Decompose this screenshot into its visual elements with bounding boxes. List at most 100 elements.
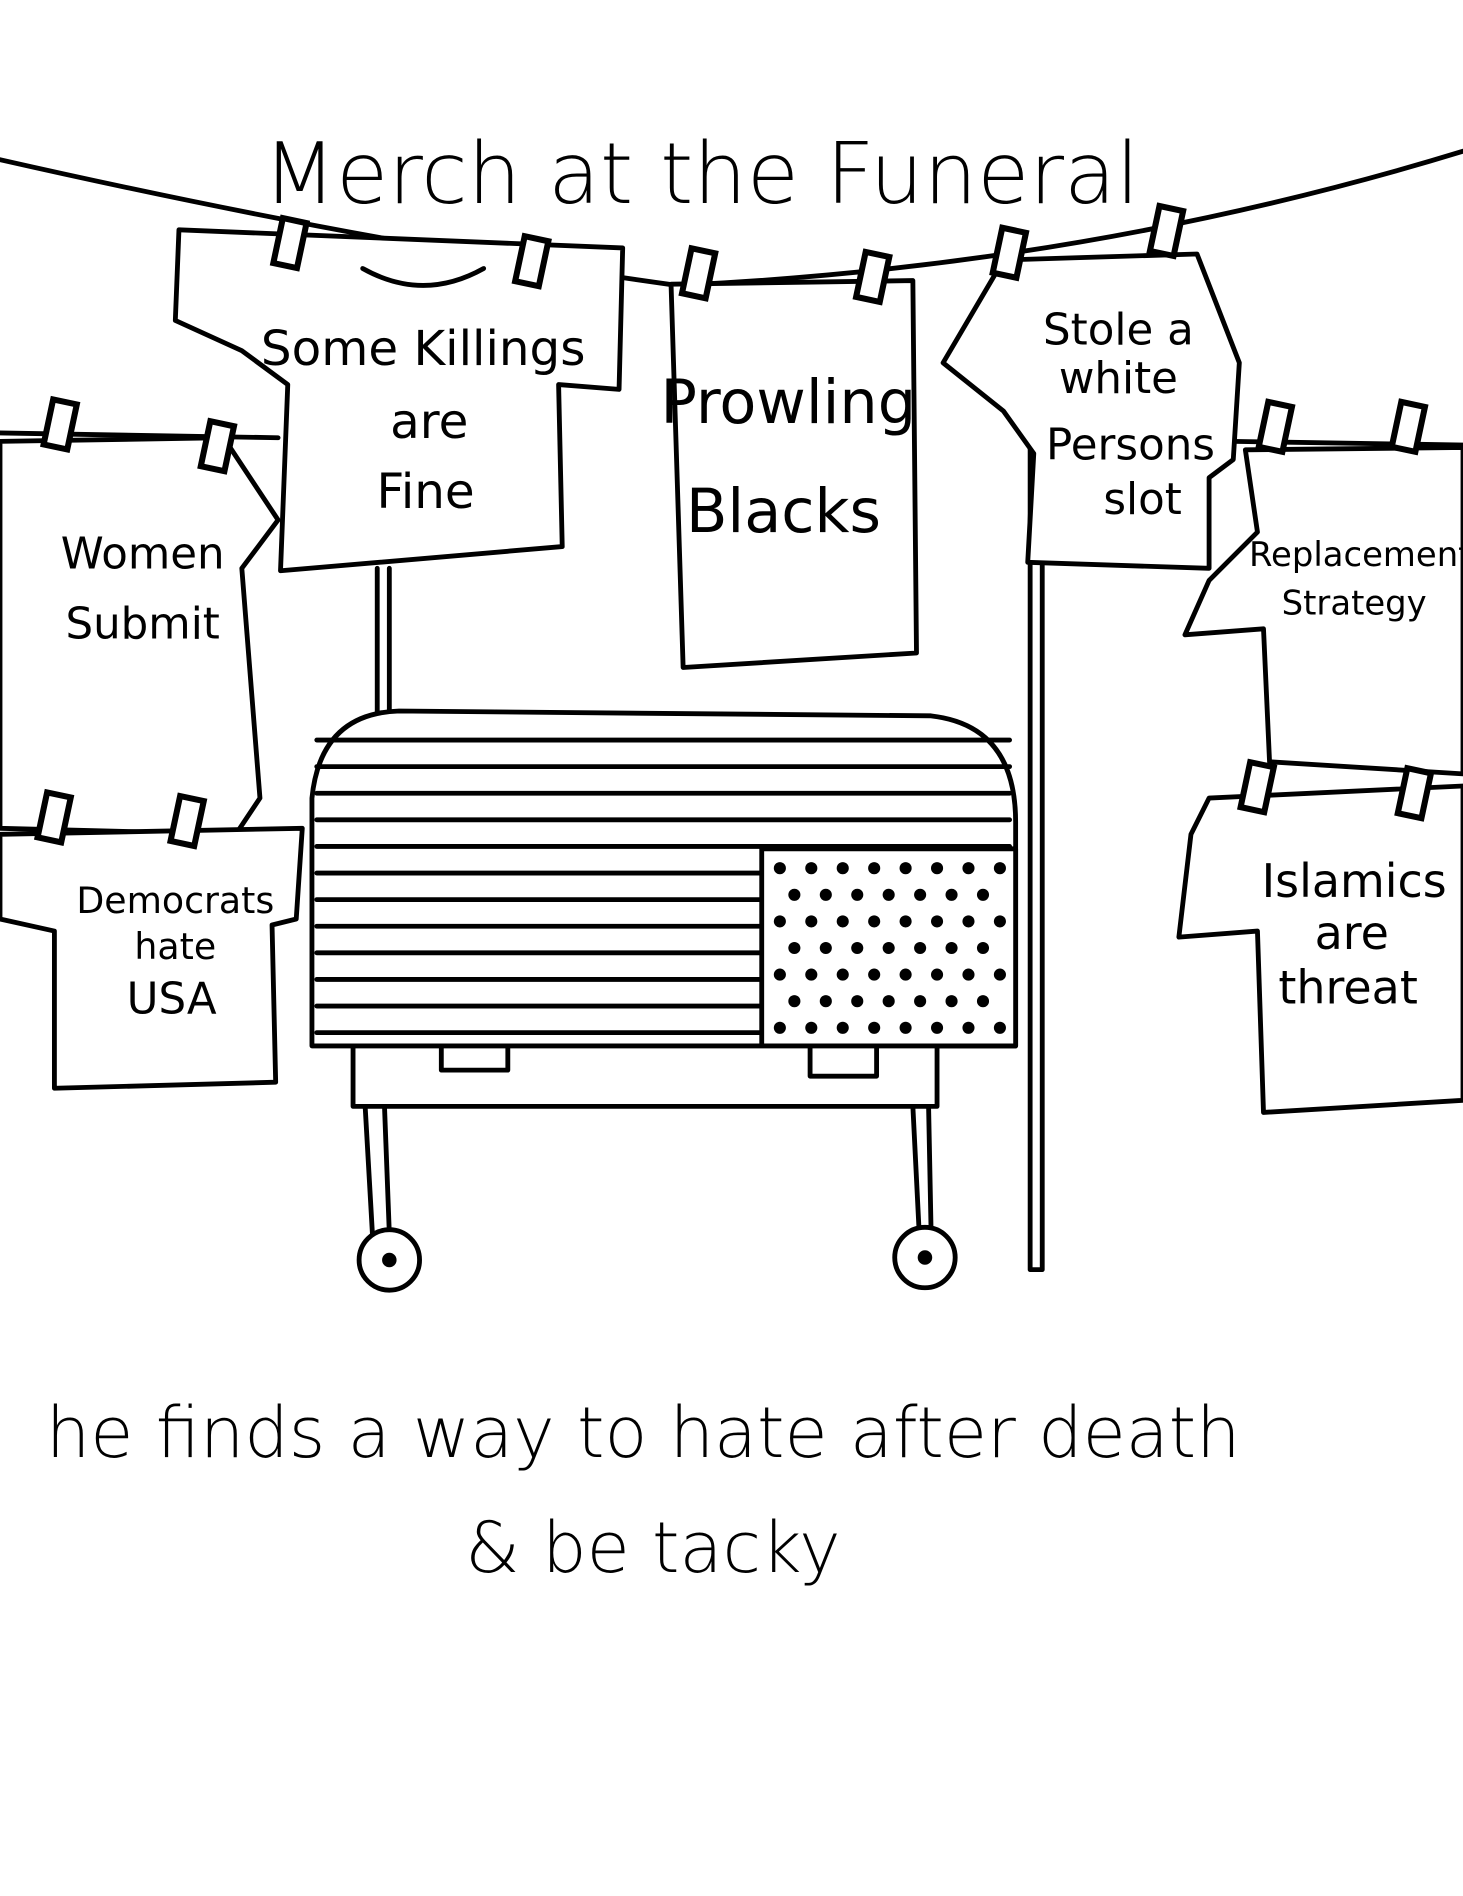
clothespin	[852, 248, 893, 306]
star-mark	[993, 1021, 1006, 1034]
star-mark	[945, 888, 958, 901]
svg-text:Prowling: Prowling	[661, 368, 917, 438]
star-mark	[931, 968, 944, 981]
wheel-hub	[917, 1250, 933, 1265]
svg-text:are: are	[390, 394, 468, 450]
clothespin	[197, 417, 238, 475]
svg-text:Democrats: Democrats	[76, 879, 274, 922]
star-mark	[914, 888, 927, 901]
caption-line-2: & be tacky	[465, 1507, 840, 1589]
svg-text:Islamics: Islamics	[1262, 854, 1447, 908]
clothespin	[166, 792, 208, 850]
star-mark	[868, 968, 881, 981]
star-mark	[788, 995, 801, 1008]
star-mark	[836, 915, 849, 928]
svg-text:Fine: Fine	[377, 464, 475, 520]
star-mark	[819, 995, 832, 1008]
star-mark	[993, 862, 1006, 875]
clothespin	[1237, 758, 1278, 816]
svg-text:Submit: Submit	[65, 599, 219, 649]
star-mark	[819, 888, 832, 901]
star-mark	[773, 862, 786, 875]
star-mark	[899, 915, 912, 928]
svg-text:Some Killings: Some Killings	[261, 321, 586, 377]
banner-prowling-blacks: Prowling Blacks	[661, 278, 919, 670]
star-mark	[931, 1021, 944, 1034]
svg-text:Strategy: Strategy	[1282, 583, 1427, 622]
star-mark	[993, 968, 1006, 981]
star-mark	[931, 862, 944, 875]
star-mark	[914, 995, 927, 1008]
star-mark	[899, 1021, 912, 1034]
star-mark	[899, 862, 912, 875]
star-mark	[993, 915, 1006, 928]
star-mark	[945, 941, 958, 955]
star-mark	[805, 862, 818, 875]
star-mark	[788, 941, 801, 955]
star-mark	[914, 941, 927, 955]
svg-text:threat: threat	[1278, 961, 1417, 1015]
shirt-stole-slot: Stole a white Persons slot	[940, 251, 1242, 571]
star-mark	[931, 915, 944, 928]
star-mark	[836, 862, 849, 875]
svg-text:Replacement: Replacement	[1249, 535, 1463, 574]
star-mark	[868, 862, 881, 875]
shirt-islamics-are-threat: Islamics are threat	[1176, 783, 1463, 1115]
svg-text:USA: USA	[127, 974, 217, 1024]
clothespin	[1388, 398, 1429, 456]
star-mark	[851, 995, 864, 1008]
star-mark	[851, 941, 864, 955]
star-mark	[805, 968, 818, 981]
star-mark	[962, 968, 975, 981]
clothespin	[40, 395, 81, 454]
clothespin	[1394, 764, 1435, 822]
star-mark	[882, 995, 895, 1008]
clothespin	[511, 232, 552, 290]
star-mark	[868, 1021, 881, 1034]
star-mark	[976, 941, 990, 955]
clothespin	[269, 214, 311, 272]
wheel-hub	[382, 1252, 397, 1268]
svg-text:Stole a: Stole a	[1043, 306, 1194, 356]
flag-stripes	[314, 737, 1013, 1036]
star-mark	[962, 862, 975, 875]
svg-text:Blacks: Blacks	[686, 477, 881, 547]
clothespin	[989, 224, 1030, 282]
cart-legs	[362, 1103, 934, 1236]
star-mark	[788, 888, 801, 901]
star-mark	[976, 888, 990, 901]
svg-text:white: white	[1059, 354, 1178, 404]
clothespin	[1255, 398, 1296, 456]
star-mark	[851, 888, 864, 901]
clothespin	[1146, 202, 1187, 260]
star-mark	[945, 995, 958, 1008]
star-mark	[773, 968, 786, 981]
clothespin	[33, 788, 75, 846]
star-mark	[773, 915, 786, 928]
star-mark	[836, 1021, 849, 1034]
flag-stars	[773, 862, 1006, 1034]
shirt-replacement-strategy: Replacement Strategy	[1182, 445, 1463, 777]
right-pole	[1027, 432, 1045, 1273]
flag-draped-coffin	[309, 708, 1019, 1293]
star-mark	[882, 941, 895, 955]
coffin-handle	[438, 1043, 880, 1079]
star-mark	[805, 1021, 818, 1034]
star-mark	[899, 968, 912, 981]
shirt-women-submit: Women Submit	[0, 435, 281, 837]
svg-text:Women: Women	[61, 529, 225, 579]
star-mark	[882, 888, 895, 901]
shirt-democrats-hate-usa: Democrats hate USA	[0, 825, 305, 1091]
svg-text:Persons: Persons	[1046, 421, 1215, 471]
drawing-title: Merch at the Funeral	[263, 124, 1139, 223]
star-mark	[805, 915, 818, 928]
clothespins	[33, 202, 1435, 850]
star-mark	[976, 995, 990, 1008]
left-pole	[374, 565, 392, 719]
star-mark	[836, 968, 849, 981]
star-mark	[962, 1021, 975, 1034]
shirt-some-killings: Some Killings are Fine	[172, 227, 626, 574]
star-mark	[962, 915, 975, 928]
star-mark	[819, 941, 832, 955]
